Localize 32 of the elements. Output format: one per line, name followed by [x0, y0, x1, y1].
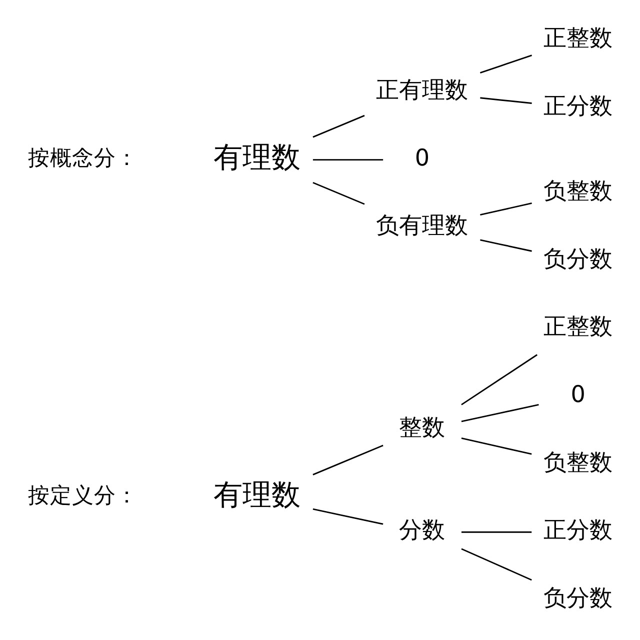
connector: [460, 354, 537, 406]
connector: [460, 404, 538, 422]
node-text: 0: [570, 382, 585, 408]
node-text: 正整数: [543, 314, 612, 340]
connector: [312, 444, 383, 476]
connector: [480, 202, 532, 216]
connector: [312, 508, 383, 525]
node-text: 负分数: [543, 585, 612, 612]
connector: [480, 97, 532, 104]
node-text: 整数: [398, 415, 445, 442]
node-text: 正分数: [543, 518, 612, 544]
connector: [312, 159, 383, 161]
node-text: 负有理数: [376, 213, 468, 240]
label: 按定义分：: [28, 484, 138, 509]
node-text: 负整数: [543, 178, 612, 205]
connector: [312, 182, 364, 205]
node-text: 正整数: [543, 26, 612, 52]
connector: [460, 548, 532, 581]
connector: [312, 114, 364, 138]
node-text: 有理数: [213, 478, 300, 512]
connector: [479, 54, 532, 74]
node-text: 0: [414, 145, 430, 172]
node-text: 正有理数: [376, 78, 468, 104]
label: 按概念分：: [28, 146, 138, 171]
node-text: 分数: [398, 518, 445, 544]
connector: [460, 438, 532, 455]
node-text: 有理数: [213, 140, 300, 174]
connector: [460, 531, 532, 533]
connector: [480, 239, 532, 252]
node-text: 正分数: [543, 93, 612, 120]
node-text: 负分数: [543, 246, 612, 272]
node-text: 负整数: [543, 450, 612, 476]
